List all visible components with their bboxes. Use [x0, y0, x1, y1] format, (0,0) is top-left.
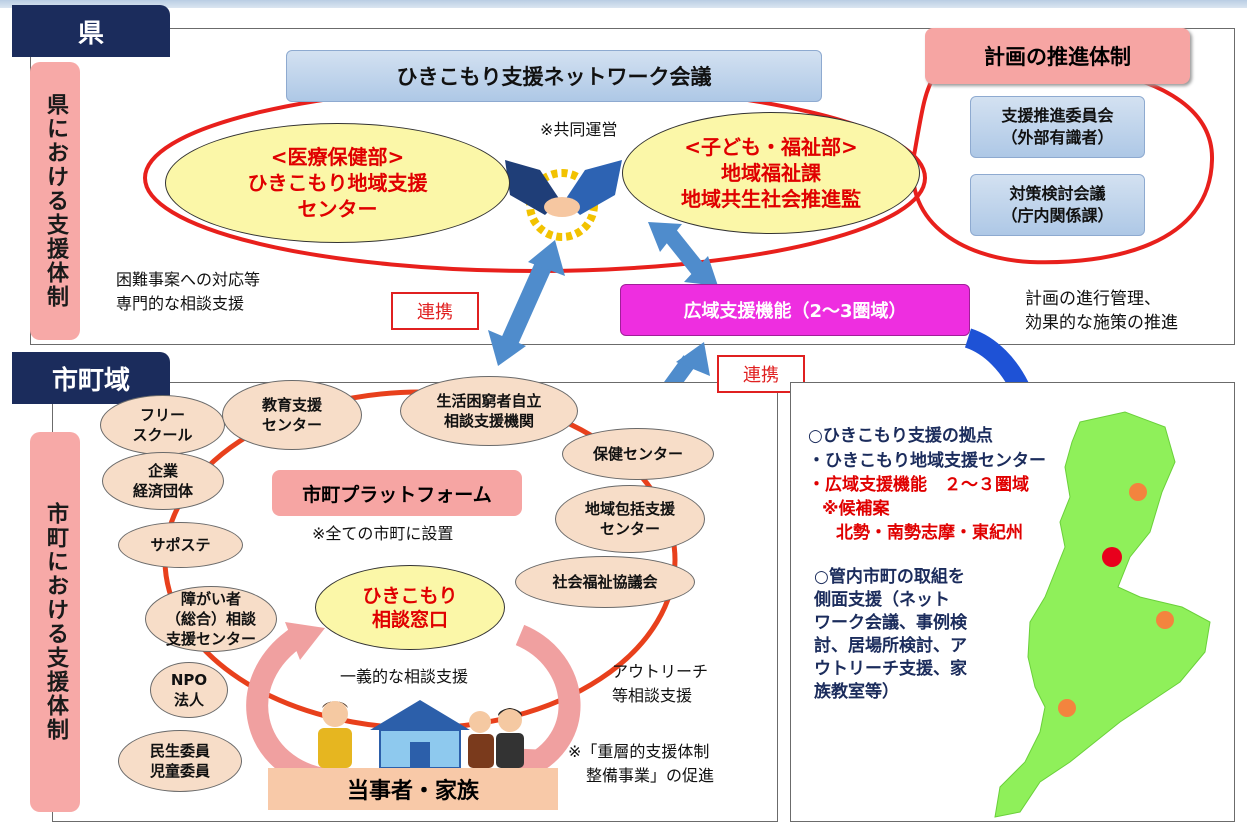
link-arrow-upper [648, 222, 718, 286]
free-school-node: フリー スクール [100, 395, 225, 455]
welfare-division: 地域福祉課 [721, 161, 821, 185]
education-center-node: 教育支援 センター [222, 380, 362, 450]
council-member: （庁内関係課） [1001, 206, 1114, 225]
outreach-line1: アウトリーチ [612, 662, 709, 681]
side-support-line2: 側面支援（ネット [814, 590, 950, 610]
handshake-icon [505, 160, 622, 241]
map-regional-line: ・広域支援機能 ２～３圏域 [808, 475, 1029, 495]
curved-arrow-right [515, 624, 581, 779]
council-name: 対策検討会議 [1009, 184, 1106, 203]
person-icon-left [318, 701, 352, 768]
poverty-support-node: 生活困窮者自立 相談支援機関 [400, 376, 578, 446]
npo-node: NPO 法人 [150, 662, 228, 718]
prefecture-side-label: 県における支援体制 [30, 62, 80, 340]
primary-support-text: 一義的な相談支援 [340, 667, 469, 686]
company-line1: 企業 [147, 462, 178, 480]
poverty-line1: 生活困窮者自立 [436, 392, 542, 410]
plan-note-line2: 効果的な施策の推進 [1025, 313, 1178, 333]
network-title: ひきこもり支援ネットワーク会議 [286, 50, 822, 102]
health-center-node: 保健センター [562, 428, 714, 480]
side-support-line1: ○管内市町の取組を [814, 567, 965, 587]
family-label: 当事者・家族 [268, 768, 558, 810]
marker-nansei [1156, 611, 1174, 629]
disability-line2: （総合）相談 [165, 610, 256, 628]
comprehensive-line1: 地域包括支援 [584, 500, 675, 518]
medical-center-line1: ひきこもり地域支援 [247, 171, 428, 195]
health-center-label: 保健センター [592, 445, 683, 463]
difficult-case-note: 困難事案への対応等 専門的な相談支援 [116, 268, 356, 318]
window-line2: 相談窓口 [371, 608, 448, 631]
saposute-label: サポステ [150, 536, 211, 554]
house-icon [370, 700, 470, 769]
map-candidate-label: ※候補案 [822, 499, 890, 519]
welfare-dept-ellipse: <子ども・福祉部> 地域福祉課 地域共生社会推進監 [622, 112, 920, 234]
free-school-line2: スクール [132, 426, 193, 444]
person-icon-right [468, 708, 524, 768]
side-support-line6: 族教室等） [814, 682, 899, 702]
platform-note: ※全ての市町に設置 [312, 524, 454, 543]
disability-center-node: 障がい者 （総合）相談 支援センター [145, 586, 277, 652]
layered-note-line1: ※「重層的支援体制 [568, 742, 710, 761]
education-line1: 教育支援 [261, 396, 322, 414]
mie-map [994, 411, 1211, 818]
marker-center [1102, 547, 1122, 567]
hikikomori-window: ひきこもり 相談窓口 [315, 565, 505, 650]
marker-hokusei [1129, 483, 1147, 501]
outreach-text: アウトリーチ 等相談支援 [612, 660, 752, 710]
comprehensive-line2: センター [599, 520, 660, 538]
npo-line2: 法人 [173, 691, 204, 709]
window-line1: ひきこもり [362, 584, 458, 607]
plan-management-note: 計画の進行管理、 効果的な施策の推進 [1025, 287, 1235, 339]
family-illustration [318, 700, 524, 769]
side-support-line5: ウトリーチ支援、家 [814, 659, 967, 679]
joint-note: ※共同運営 [540, 120, 618, 139]
welfare-dept-label: <子ども・福祉部> [684, 135, 858, 159]
marker-higashikishu [1058, 699, 1076, 717]
welfare-council-node: 社会福祉協議会 [515, 556, 695, 608]
map-center-line: ・ひきこもり地域支援センター [808, 451, 1046, 471]
side-support-line4: 討、居場所検討、ア [814, 636, 967, 656]
medical-dept-ellipse: <医療保健部> ひきこもり地域支援 センター [165, 123, 510, 243]
minsei-line1: 民生委員 [149, 742, 210, 760]
regional-support-function: 広域支援機能（2～3圏域） [620, 284, 970, 336]
link-arrow-center [488, 240, 565, 366]
committee-member: （外部有識者） [1001, 128, 1114, 147]
platform-title: 市町プラットフォーム [272, 470, 522, 516]
prefecture-tab: 県 [12, 5, 170, 57]
plan-note-line1: 計画の進行管理、 [1025, 289, 1161, 309]
medical-center-line2: センター [297, 197, 378, 221]
symbiosis-director: 地域共生社会推進監 [681, 187, 861, 211]
city-side-label: 市町における支援体制 [30, 432, 80, 812]
company-node: 企業 経済団体 [102, 452, 224, 510]
support-committee-box: 支援推進委員会 （外部有識者） [970, 96, 1145, 158]
promotion-system-title: 計画の推進体制 [925, 28, 1190, 84]
map-side-support-text: ○管内市町の取組を 側面支援（ネット ワーク会議、事例検 討、居場所検討、ア ウ… [814, 566, 1024, 716]
layered-note-line2: 整備事業」の促進 [586, 766, 715, 785]
comprehensive-support-node: 地域包括支援 センター [555, 485, 705, 553]
medical-dept-label: <医療保健部> [270, 145, 405, 169]
outreach-line2: 等相談支援 [612, 686, 693, 705]
company-line2: 経済団体 [132, 482, 193, 500]
difficult-case-line1: 困難事案への対応等 [116, 270, 261, 289]
map-base-title: ○ひきこもり支援の拠点 [808, 426, 993, 446]
minsei-line2: 児童委員 [149, 762, 210, 780]
welfare-council-label: 社会福祉協議会 [552, 573, 658, 591]
top-gradient-bar [0, 0, 1247, 8]
npo-line1: NPO [170, 671, 208, 689]
difficult-case-line2: 専門的な相談支援 [116, 294, 245, 313]
education-line2: センター [261, 416, 322, 434]
poverty-line2: 相談支援機関 [443, 412, 534, 430]
side-support-line3: ワーク会議、事例検 [814, 613, 967, 633]
renkei-label-upper: 連携 [391, 292, 479, 330]
minsei-node: 民生委員 児童委員 [118, 730, 242, 792]
saposute-node: サポステ [118, 522, 243, 568]
committee-name: 支援推進委員会 [1001, 106, 1114, 125]
free-school-line1: フリー [139, 406, 185, 424]
layered-support-note: ※「重層的支援体制 整備事業」の促進 [568, 740, 768, 792]
countermeasure-council-box: 対策検討会議 （庁内関係課） [970, 174, 1145, 236]
disability-line1: 障がい者 [180, 590, 241, 608]
map-candidate-areas: 北勢・南勢志摩・東紀州 [836, 523, 1023, 543]
disability-line3: 支援センター [165, 630, 256, 648]
